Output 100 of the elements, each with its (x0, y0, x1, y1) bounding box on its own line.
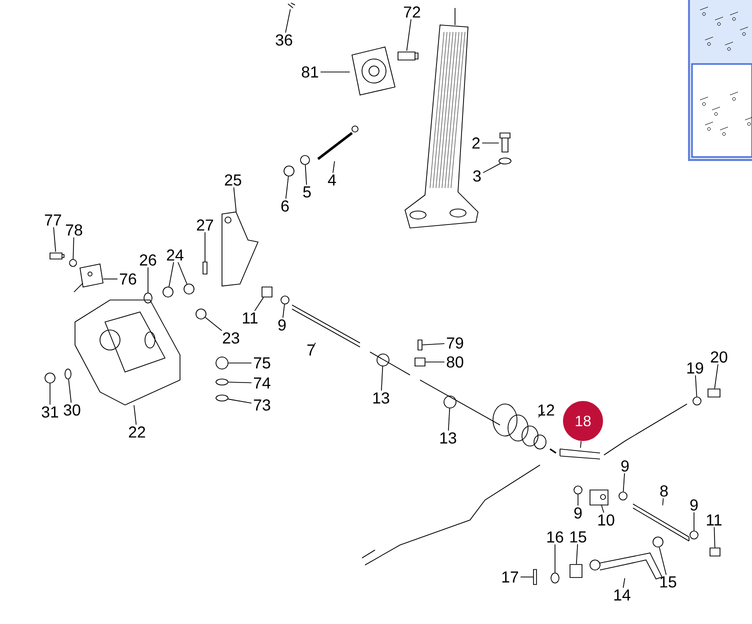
callout-number: 8 (660, 485, 668, 497)
callout-number: 22 (128, 426, 146, 438)
washer (498, 158, 512, 164)
callout-number: 4 (328, 174, 336, 186)
pin (710, 548, 720, 556)
callout-number: 13 (373, 392, 390, 404)
rod-drawing (632, 504, 690, 542)
callout-number: 23 (222, 332, 240, 344)
lever-drawing (222, 212, 258, 286)
callout-number: 9 (621, 460, 629, 472)
leader-line (332, 160, 335, 174)
ball-end (284, 166, 294, 176)
callout-number: 20 (710, 351, 728, 363)
leader-line (381, 366, 384, 392)
callout-number: 11 (706, 514, 722, 526)
nut (574, 486, 582, 494)
bolt-drawing (50, 252, 64, 260)
callout-number: 11 (242, 312, 258, 324)
callout-number: 74 (254, 378, 270, 388)
leader-line (520, 576, 534, 578)
part-drawing (288, 2, 296, 8)
leader-line (662, 498, 664, 506)
leader-line (482, 163, 501, 174)
nut (44, 372, 56, 384)
leader-line (254, 297, 264, 312)
leader-line (178, 262, 188, 284)
callout-number: 2 (472, 137, 480, 149)
callout-number: 80 (446, 356, 464, 368)
leader-line (102, 278, 118, 280)
washer (144, 292, 152, 304)
callout-number: 7 (307, 344, 315, 356)
washer (216, 394, 228, 402)
leader-line (406, 18, 412, 52)
callout-number: 10 (598, 514, 614, 526)
leader-line (482, 142, 500, 144)
leader-line (134, 404, 137, 426)
callout-number: 17 (502, 572, 518, 582)
callout-number: 24 (166, 249, 184, 261)
cable-end (262, 286, 272, 298)
leader-line (576, 544, 578, 564)
callout-number: 16 (547, 531, 564, 543)
callout-number: 79 (446, 337, 464, 349)
leader-line (658, 546, 667, 576)
cable-sheath-drawing (560, 448, 600, 460)
callout-number: 30 (64, 404, 80, 416)
callout-number: 81 (302, 66, 318, 78)
sleeve-drawing (590, 490, 608, 506)
callout-number: 75 (254, 357, 270, 369)
leader-line (695, 374, 698, 397)
clip-drawing (74, 264, 104, 292)
bolt-drawing (398, 52, 418, 60)
leader-line (53, 226, 56, 252)
leader-line (622, 472, 625, 492)
rod-drawing (317, 126, 358, 160)
bushing (570, 564, 582, 578)
leader-line (285, 8, 291, 34)
nut (692, 396, 702, 406)
leader-line (622, 578, 626, 588)
mounting-plate-drawing (352, 46, 396, 96)
leader-line (168, 262, 174, 288)
leader-line (580, 440, 582, 448)
bushing (184, 284, 194, 294)
leader-line (233, 186, 237, 212)
callout-number: 9 (278, 319, 286, 331)
leader-line (312, 342, 316, 348)
bracket-drawing (74, 300, 180, 406)
callout-number: 76 (120, 273, 136, 285)
pin (202, 262, 208, 274)
nut (280, 296, 290, 304)
leader-line (228, 362, 252, 364)
callout-number: 78 (66, 224, 82, 236)
leader-line (68, 378, 72, 404)
callout-number: 73 (254, 399, 270, 411)
grommet (376, 354, 390, 366)
leader-line (304, 164, 307, 186)
leader-line (72, 236, 74, 260)
callout-number: 9 (574, 507, 582, 519)
leader-line (228, 382, 252, 384)
callout-number: 27 (196, 219, 214, 231)
leader-line (600, 504, 604, 514)
bushing (196, 308, 206, 320)
bushing (162, 286, 174, 298)
pin (418, 340, 422, 350)
nut (300, 155, 310, 165)
callout-number: 13 (440, 432, 456, 444)
leader-line (538, 411, 545, 418)
callout-number: 31 (42, 406, 58, 418)
clip (414, 358, 426, 366)
callout-number: 12 (538, 404, 554, 416)
nut (69, 259, 77, 267)
leader-line (285, 176, 289, 200)
grommet (444, 396, 456, 408)
callout-number: 14 (614, 590, 630, 600)
bolt-drawing (500, 132, 510, 152)
callout-number: 36 (276, 34, 292, 46)
callout-number: 15 (570, 531, 586, 543)
leader-line (714, 526, 716, 548)
washer (216, 378, 228, 386)
leader-line (282, 304, 285, 318)
nut (690, 530, 698, 540)
